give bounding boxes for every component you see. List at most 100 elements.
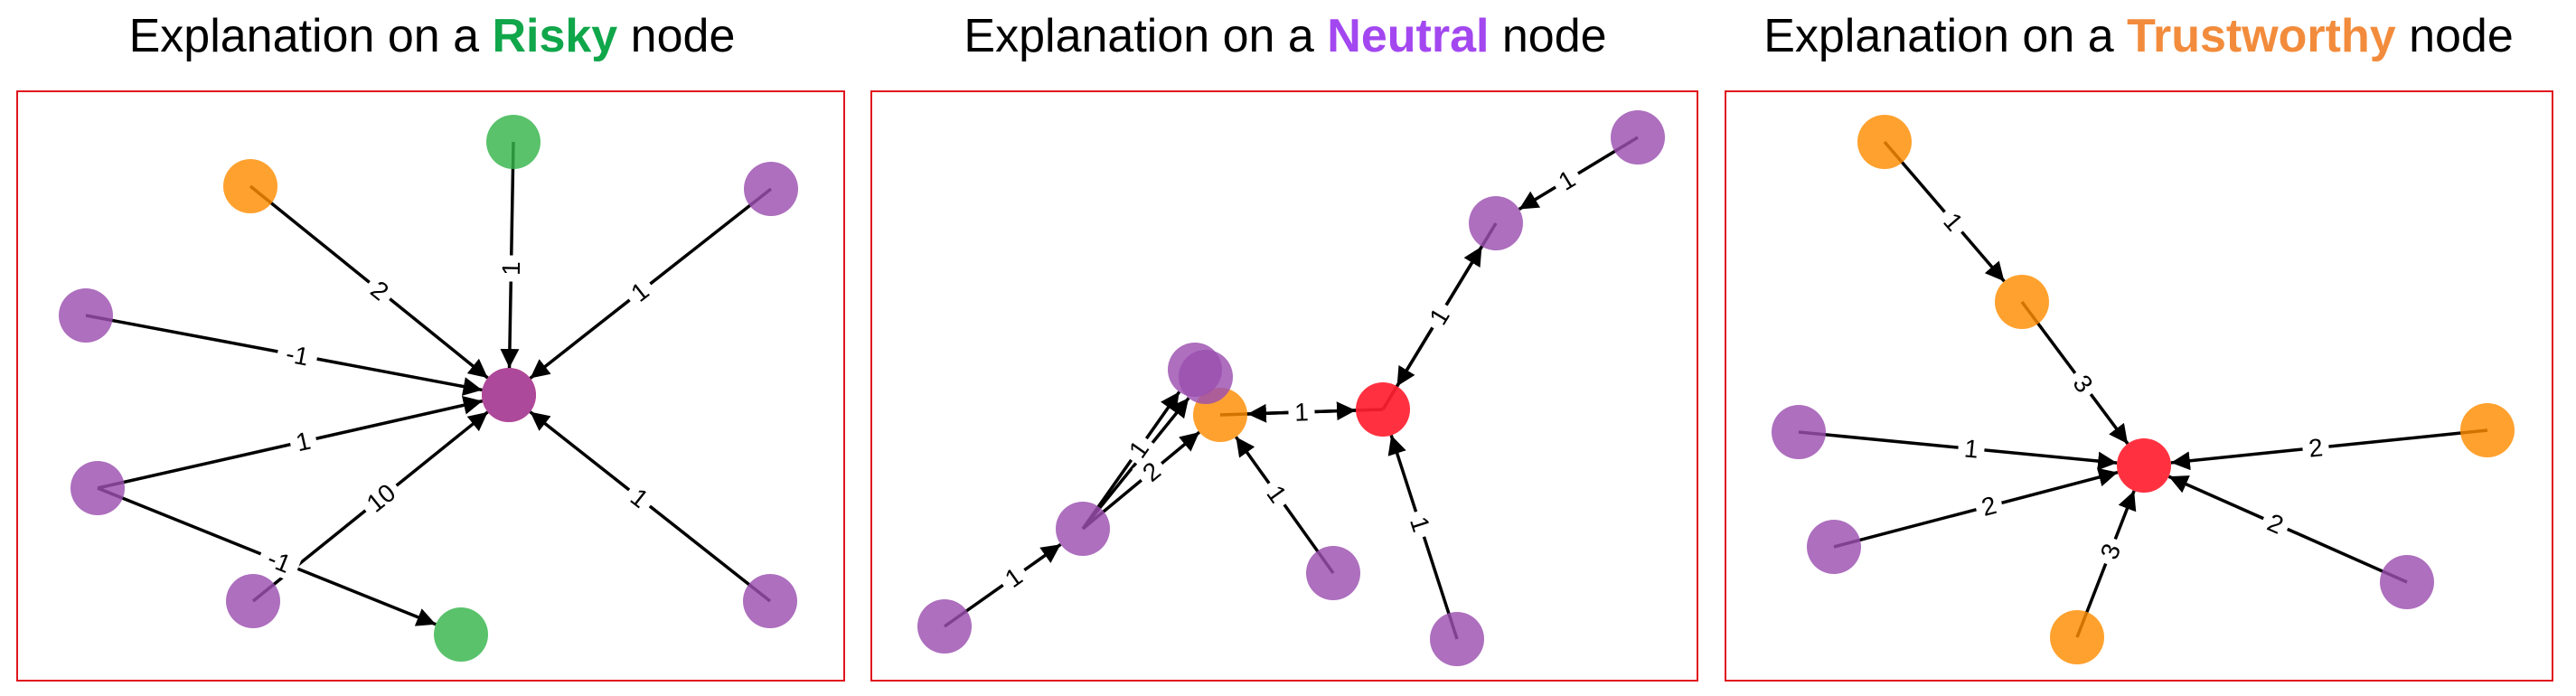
graph-node-purple <box>1807 520 1861 574</box>
edge-label-group: 10 <box>356 474 406 522</box>
graph-node-purple <box>743 574 797 628</box>
graph-node-purple <box>482 368 536 422</box>
edge-label-background <box>496 255 526 282</box>
edge-label-background <box>360 270 400 311</box>
graph-edge <box>1798 430 2118 471</box>
graph-edge <box>1883 140 2006 283</box>
graph-node-purple <box>1179 350 1233 404</box>
title-suffix: node <box>1489 10 1607 62</box>
graph-edge <box>1081 390 1181 531</box>
graph-edge <box>1833 467 2119 549</box>
edge-weight-label: -1 <box>284 339 311 371</box>
edge-label-background <box>1547 161 1586 200</box>
edge-weight-label: 1 <box>293 427 313 457</box>
graph-edge <box>97 396 484 490</box>
graph-node-purple <box>59 288 113 343</box>
edge-label-background <box>1972 488 2006 524</box>
edge-label-group: 1 <box>496 255 526 282</box>
graph-node-green <box>434 607 488 662</box>
edge-label-background <box>255 540 304 583</box>
graph-node-purple <box>1772 405 1826 459</box>
graph-edge <box>529 187 773 380</box>
edge-label-group: 1 <box>1287 397 1316 428</box>
graph-node-orange <box>223 159 277 213</box>
title-highlight-trustworthy: Trustworthy <box>2127 10 2396 62</box>
graph-edge <box>2020 300 2129 445</box>
graph-edge <box>1396 222 1498 388</box>
edge-label-group: 1 <box>1257 475 1296 513</box>
title-highlight-risky: Risky <box>492 10 618 62</box>
edge-label-group: 1 <box>1547 161 1586 200</box>
panel-frame-neutral <box>870 90 1698 682</box>
edge-label-background <box>1119 429 1159 469</box>
title-suffix: node <box>2395 10 2514 62</box>
graph-node-orange <box>2050 610 2104 664</box>
edge-label-group: 1 <box>620 478 659 518</box>
graph-edge <box>1235 436 1335 575</box>
title-prefix: Explanation on a <box>964 10 1328 62</box>
edge-label-group: 1 <box>287 424 320 459</box>
graph-node-purple <box>1306 546 1360 600</box>
edge-label-group: 2 <box>2300 432 2331 464</box>
graph-node-orange <box>1857 115 1912 169</box>
title-prefix: Explanation on a <box>128 10 493 62</box>
graph-edge <box>2170 428 2488 471</box>
edge-label-group: -1 <box>275 337 320 373</box>
graph-node-purple <box>71 461 125 515</box>
graph-edge <box>249 184 489 380</box>
edge-label-background <box>2064 364 2102 403</box>
graph-edge <box>529 410 772 603</box>
edge-label-group: 1 <box>994 558 1033 597</box>
edge-label-background <box>1933 202 1973 241</box>
graph-node-purple <box>1611 110 1665 165</box>
edge-label-background <box>1957 433 1986 465</box>
graph-edge <box>500 141 520 369</box>
edge-label-group: 1 <box>620 272 660 312</box>
panel-frame-risky <box>16 90 845 682</box>
edge-label-background <box>287 424 320 459</box>
graph-edge <box>1081 397 1190 531</box>
edge-label-background <box>275 337 320 373</box>
edge-label-group: 2 <box>2257 504 2294 543</box>
graph-node-purple <box>2380 555 2434 609</box>
panel-title-risky: Explanation on a Risky node <box>16 2 848 71</box>
edge-weight-label: 1 <box>1963 434 1979 463</box>
edge-label-group: 1 <box>1402 507 1438 541</box>
edge-label-background <box>620 478 659 518</box>
graph-node-purple <box>1056 502 1110 556</box>
graph-node-purple <box>1469 196 1523 250</box>
title-prefix: Explanation on a <box>1763 10 2128 62</box>
edge-label-group: 2 <box>360 270 400 311</box>
edge-label-group: 3 <box>2064 364 2102 403</box>
edge-label-background <box>356 474 406 522</box>
graph-node-orange <box>1995 275 2049 329</box>
graph-node-purple <box>226 574 280 628</box>
title-highlight-neutral: Neutral <box>1327 10 1490 62</box>
edge-label-background <box>1287 397 1316 428</box>
graph-edge <box>2167 475 2408 584</box>
graph-node-orange <box>2460 403 2515 457</box>
edge-weight-label: 2 <box>2308 433 2325 462</box>
edge-label-background <box>2092 533 2129 569</box>
edge-label-background <box>2300 432 2331 464</box>
edge-label-group: 1 <box>1957 433 1986 465</box>
graph-node-purple <box>1430 612 1484 666</box>
graph-edge <box>1387 435 1459 640</box>
edge-label-background <box>1420 297 1459 335</box>
graph-node-green <box>486 115 541 169</box>
panel-title-neutral: Explanation on a Neutral node <box>870 2 1701 71</box>
edge-weight-label: 1 <box>1294 398 1310 427</box>
edge-label-group: 1 <box>1420 297 1459 335</box>
graph-node-purple <box>917 599 972 654</box>
panel-frame-trustworthy <box>1725 90 2553 682</box>
panel-title-trustworthy: Explanation on a Trustworthy node <box>1723 2 2554 71</box>
edge-label-background <box>1257 475 1296 513</box>
edge-label-background <box>620 272 660 312</box>
edge-label-group: 2 <box>1972 488 2006 524</box>
edge-weight-label: 2 <box>1979 491 1999 522</box>
graph-node-red <box>1356 382 1410 437</box>
edge-label-background <box>994 558 1033 597</box>
edge-label-background <box>2257 504 2294 543</box>
graph-node-purple <box>744 162 798 216</box>
